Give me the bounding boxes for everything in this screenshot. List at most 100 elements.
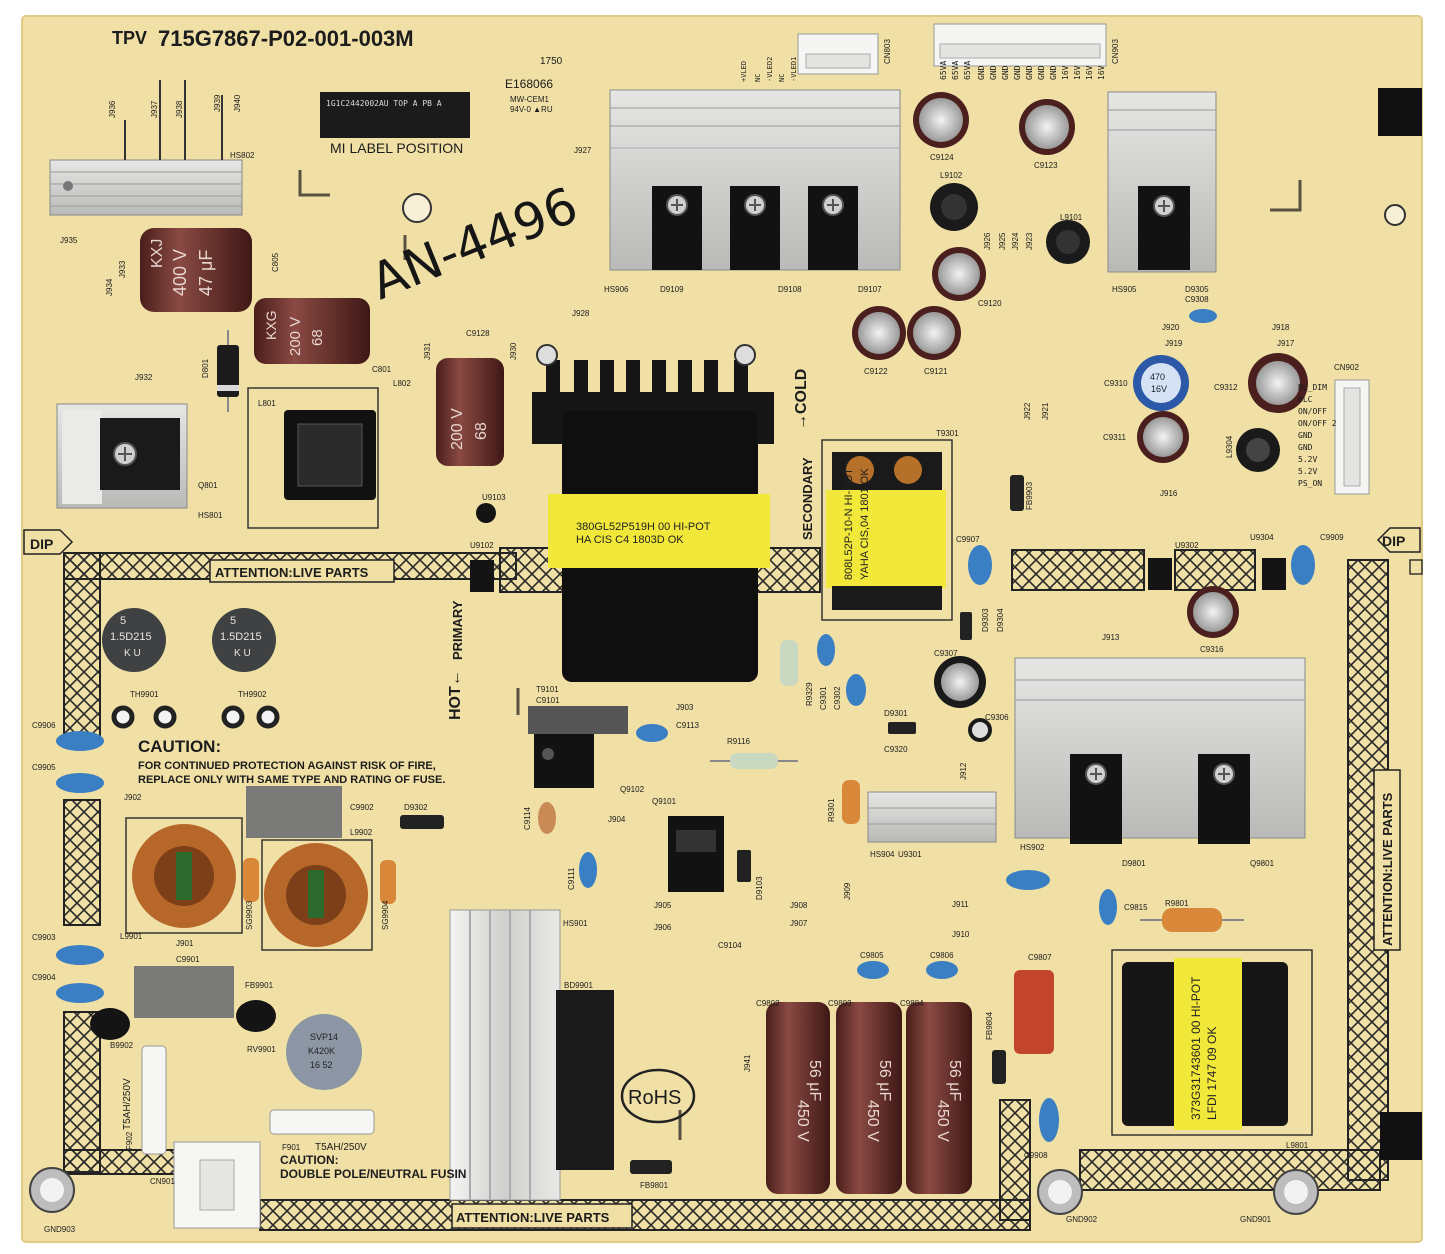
c9320-ceramic-cap [1006, 870, 1050, 890]
c9805-ceramic-cap [857, 961, 889, 979]
d9109-rectifier [652, 186, 702, 270]
refdes-q9801: Q9801 [1250, 859, 1275, 868]
svg-text:BLC: BLC [1298, 395, 1313, 404]
refdes-j905: J905 [654, 901, 672, 910]
refdes-hs801: HS801 [198, 511, 223, 520]
refdes-c9806: C9806 [930, 951, 954, 960]
r9801-resistor [1140, 908, 1244, 932]
corner-marks [298, 170, 1302, 1140]
fb9804-bead [992, 1050, 1006, 1084]
refdes-c9312: C9312 [1214, 383, 1238, 392]
refdes-j908: J908 [790, 901, 808, 910]
refdes-j927: J927 [574, 146, 592, 155]
refdes-cn901: CN901 [150, 1177, 175, 1186]
svg-text:65VA: 65VA [963, 61, 972, 80]
svg-text:T5AH/250V: T5AH/250V [315, 1142, 367, 1153]
svg-text:GND: GND [1298, 431, 1313, 440]
svg-text:56 μF: 56 μF [946, 1060, 963, 1101]
svg-text:200 V: 200 V [287, 317, 304, 356]
t9101-main-transformer: 380GL52P519H 00 HI-POT HA CIS C4 1803D O… [532, 344, 774, 682]
svg-text:-VLED1: -VLED1 [790, 57, 798, 82]
c9311-capacitor [1137, 411, 1189, 463]
refdes-c9905: C9905 [32, 763, 56, 772]
sg9903-surge-gap [243, 858, 259, 902]
refdes-j904: J904 [608, 815, 626, 824]
refdes-d9109: D9109 [660, 285, 684, 294]
refdes-fb9903: FB9903 [1025, 481, 1034, 510]
refdes-r9801: R9801 [1165, 899, 1189, 908]
refdes-rv9901: RV9901 [247, 1045, 276, 1054]
refdes-j907: J907 [790, 919, 808, 928]
refdes-j931: J931 [423, 342, 432, 360]
refdes-c9124: C9124 [930, 153, 954, 162]
svg-text:ATTENTION:LIVE PARTS: ATTENTION:LIVE PARTS [1380, 792, 1395, 946]
mounting-hole [402, 193, 1406, 226]
cn803-pin-labels: +VLED NC -VLED2 NC -VLED1 [740, 57, 798, 82]
refdes-c801: C801 [372, 365, 392, 374]
refdes-d9303: D9303 [981, 608, 990, 632]
refdes-l9102: L9102 [940, 171, 963, 180]
fb9801-bead [630, 1160, 672, 1174]
f901-fuse: T5AH/250V [269, 1109, 375, 1153]
refdes-c9101: C9101 [536, 696, 560, 705]
standby-label-line2: YAHA CIS,04 1801 OK [859, 468, 871, 580]
refdes-q9101: Q9101 [652, 797, 677, 806]
c9803-bulk-capacitor: 450 V 56 μF [836, 1002, 902, 1194]
svg-text:16V: 16V [1097, 65, 1106, 80]
svg-text:BL_DIM: BL_DIM [1298, 383, 1327, 392]
u9102-optocoupler [470, 560, 494, 592]
refdes-j924: J924 [1011, 232, 1020, 250]
refdes-d9103: D9103 [755, 876, 764, 900]
refdes-c9903: C9903 [32, 933, 56, 942]
svg-text:GND: GND [1049, 65, 1058, 80]
c9301-ceramic-cap [817, 634, 835, 666]
refdes-j928: J928 [572, 309, 590, 318]
refdes-c9123: C9123 [1034, 161, 1058, 170]
caution-line-1: FOR CONTINUED PROTECTION AGAINST RISK OF… [138, 760, 436, 772]
refdes-l9101: L9101 [1060, 213, 1083, 222]
refdes-u9301: U9301 [898, 850, 922, 859]
refdes-f902: F902 [125, 1131, 134, 1150]
svg-text:400 V: 400 V [170, 249, 190, 296]
q9101-mosfet [668, 816, 724, 892]
refdes-c9311: C9311 [1103, 433, 1127, 442]
c9903-ceramic-cap [56, 945, 104, 965]
c9815-ceramic-cap [1099, 889, 1117, 925]
c9306-capacitor [968, 718, 992, 742]
d9108-rectifier [730, 186, 780, 270]
cn902-connector [1334, 379, 1370, 495]
refdes-c805: C805 [271, 252, 280, 272]
q9102-mosfet [528, 706, 628, 788]
c9908-ceramic-cap [1039, 1098, 1059, 1142]
cn901-ac-input-connector [173, 1141, 261, 1229]
main-transformer-label-line2: HA CIS C4 1803D OK [576, 534, 684, 546]
refdes-d9305: D9305 [1185, 285, 1209, 294]
svg-text:5: 5 [120, 615, 126, 627]
refdes-b9902: B9902 [110, 1041, 134, 1050]
svg-text:16V: 16V [1151, 384, 1167, 394]
refdes-c9122: C9122 [864, 367, 888, 376]
c9124-capacitor [913, 92, 969, 148]
c9909-ceramic-cap [1291, 545, 1315, 585]
refdes-hs906: HS906 [604, 285, 629, 294]
refdes-r9116: R9116 [727, 737, 751, 746]
silkscreen-outlines [125, 387, 1423, 1136]
ul-rating-text: 94V-0 ▲RU [510, 105, 553, 114]
c9901-x-capacitor [134, 966, 234, 1018]
refdes-j919: J919 [1165, 339, 1183, 348]
svg-text:16V: 16V [1073, 65, 1082, 80]
cold-text: →COLD [793, 369, 810, 430]
refdes-j910: J910 [952, 930, 970, 939]
c9904-ceramic-cap [56, 983, 104, 1003]
refdes-j932: J932 [135, 373, 153, 382]
refdes-c9909: C9909 [1320, 533, 1344, 542]
refdes-j909: J909 [843, 882, 852, 900]
refdes-hs902: HS902 [1020, 843, 1045, 852]
refdes-gnd901: GND901 [1240, 1215, 1272, 1224]
u9302-optocoupler [1148, 558, 1172, 590]
c9806-ceramic-cap [926, 961, 958, 979]
refdes-l9901: L9901 [120, 932, 143, 941]
t9301-standby-transformer: 808L52P-10-N HI-POT YAHA CIS,04 1801 OK [826, 452, 946, 610]
svg-text:PS_ON: PS_ON [1298, 479, 1322, 488]
